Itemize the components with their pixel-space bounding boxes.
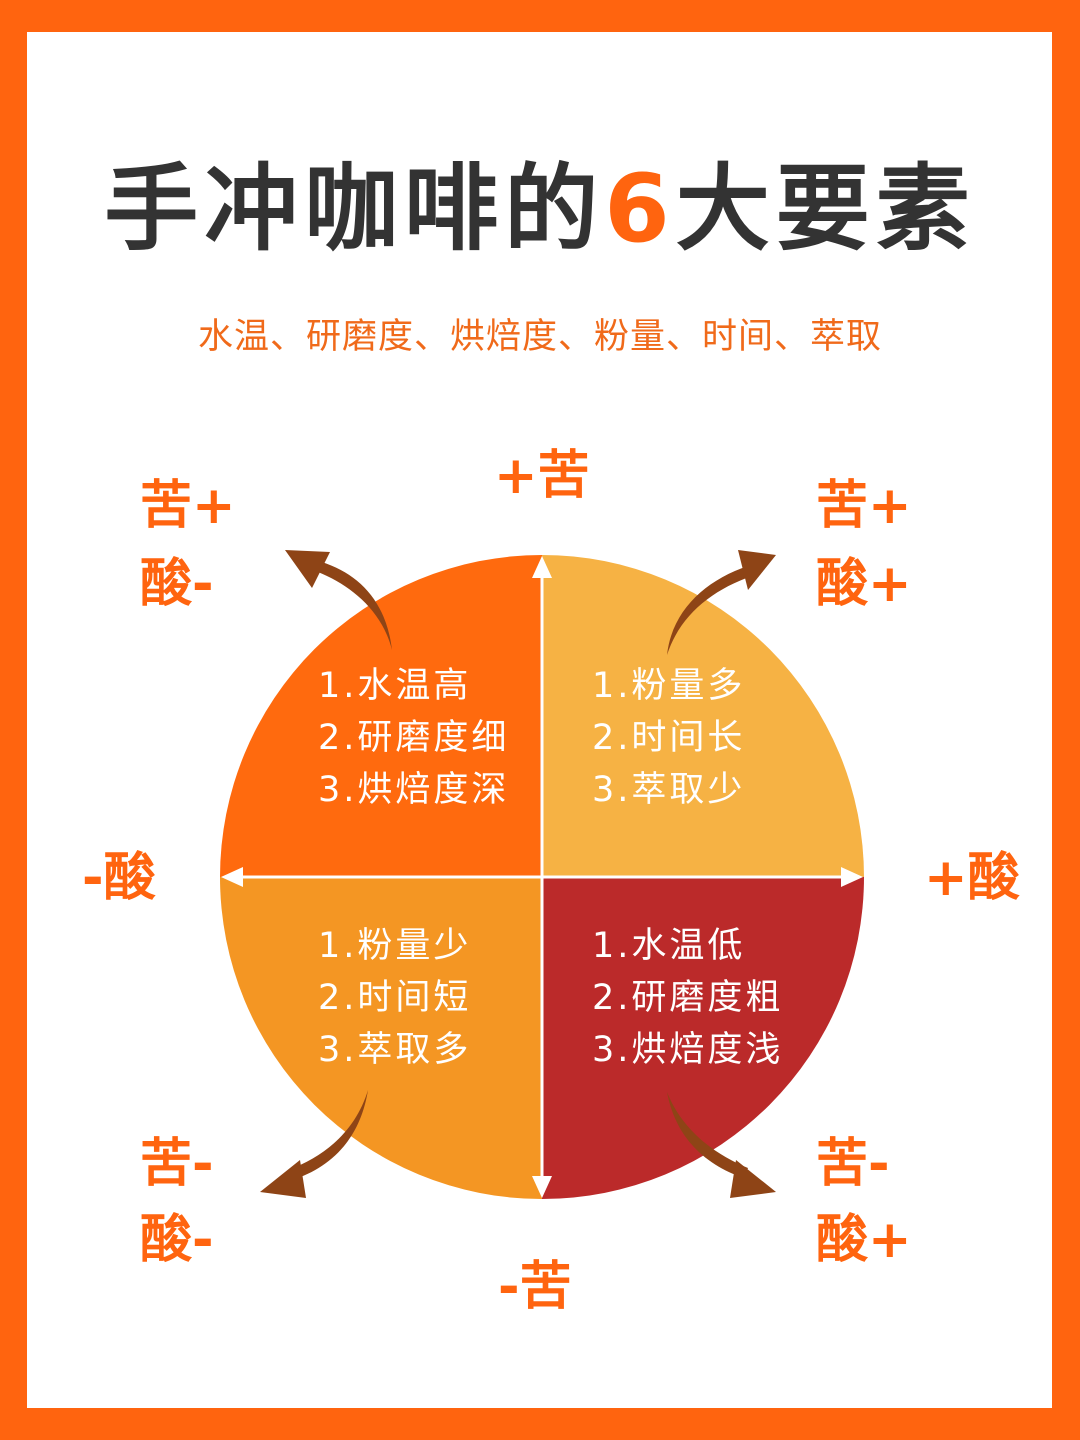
corner-top-right-bitter: 苦+ bbox=[816, 476, 912, 536]
corner-bottom-left-bitter: 苦- bbox=[140, 1134, 214, 1194]
axis-label-top: +苦 bbox=[494, 446, 590, 506]
axis-arrow-left-icon bbox=[221, 867, 243, 887]
axis-lines bbox=[221, 556, 863, 1198]
corner-bottom-right-sour: 酸+ bbox=[816, 1210, 912, 1270]
quadrant-top-right-shape bbox=[542, 555, 864, 877]
quadrant-bottom-right-list: 1.水温低 2.研磨度粗 3.烘焙度浅 bbox=[592, 920, 783, 1076]
arrow-bottom-right-icon bbox=[667, 1092, 776, 1198]
list-item: 1.水温低 bbox=[592, 926, 746, 966]
quadrant-bottom-left-shape bbox=[220, 877, 542, 1199]
quadrant-bottom-right-shape bbox=[542, 877, 864, 1199]
corner-top-right-sour: 酸+ bbox=[816, 554, 912, 614]
corner-bottom-left-sour: 酸- bbox=[140, 1210, 214, 1270]
list-item: 2.研磨度粗 bbox=[592, 978, 784, 1018]
list-item: 3.烘焙度深 bbox=[318, 770, 510, 810]
arrow-top-left-icon bbox=[285, 550, 392, 650]
quadrant-top-right-list: 1.粉量多 2.时间长 3.萃取少 bbox=[592, 660, 745, 816]
axis-arrow-right-icon bbox=[841, 867, 863, 887]
list-item: 1.粉量少 bbox=[318, 926, 472, 966]
arrow-top-right-icon bbox=[667, 550, 776, 655]
axis-arrow-up-icon bbox=[532, 556, 552, 578]
axis-label-bottom: -苦 bbox=[498, 1257, 572, 1317]
list-item: 1.粉量多 bbox=[592, 666, 746, 706]
quadrant-top-left-shape bbox=[220, 555, 542, 877]
list-item: 2.研磨度细 bbox=[318, 718, 510, 758]
axis-arrow-down-icon bbox=[532, 1176, 552, 1198]
quadrant-bottom-left-list: 1.粉量少 2.时间短 3.萃取多 bbox=[318, 920, 471, 1076]
page-title: 手冲咖啡的6大要素 bbox=[0, 150, 1080, 270]
list-item: 2.时间短 bbox=[318, 978, 472, 1018]
title-prefix: 手冲咖啡的 bbox=[104, 155, 605, 264]
list-item: 2.时间长 bbox=[592, 718, 746, 758]
corner-bottom-right-bitter: 苦- bbox=[816, 1134, 890, 1194]
title-suffix: 大要素 bbox=[675, 155, 976, 264]
list-item: 3.萃取少 bbox=[592, 770, 746, 810]
quadrant-top-left-list: 1.水温高 2.研磨度细 3.烘焙度深 bbox=[318, 660, 509, 816]
axis-label-left: -酸 bbox=[82, 848, 156, 908]
list-item: 3.萃取多 bbox=[318, 1030, 472, 1070]
title-number: 6 bbox=[604, 155, 676, 264]
list-item: 3.烘焙度浅 bbox=[592, 1030, 784, 1070]
subtitle: 水温、研磨度、烘焙度、粉量、时间、萃取 bbox=[197, 317, 882, 357]
list-item: 1.水温高 bbox=[318, 666, 472, 706]
corner-top-left-bitter: 苦+ bbox=[140, 476, 236, 536]
axis-label-right: +酸 bbox=[924, 848, 1020, 908]
curved-arrows bbox=[260, 550, 776, 1198]
corner-top-left-sour: 酸- bbox=[140, 554, 214, 614]
arrow-bottom-left-icon bbox=[260, 1090, 368, 1198]
